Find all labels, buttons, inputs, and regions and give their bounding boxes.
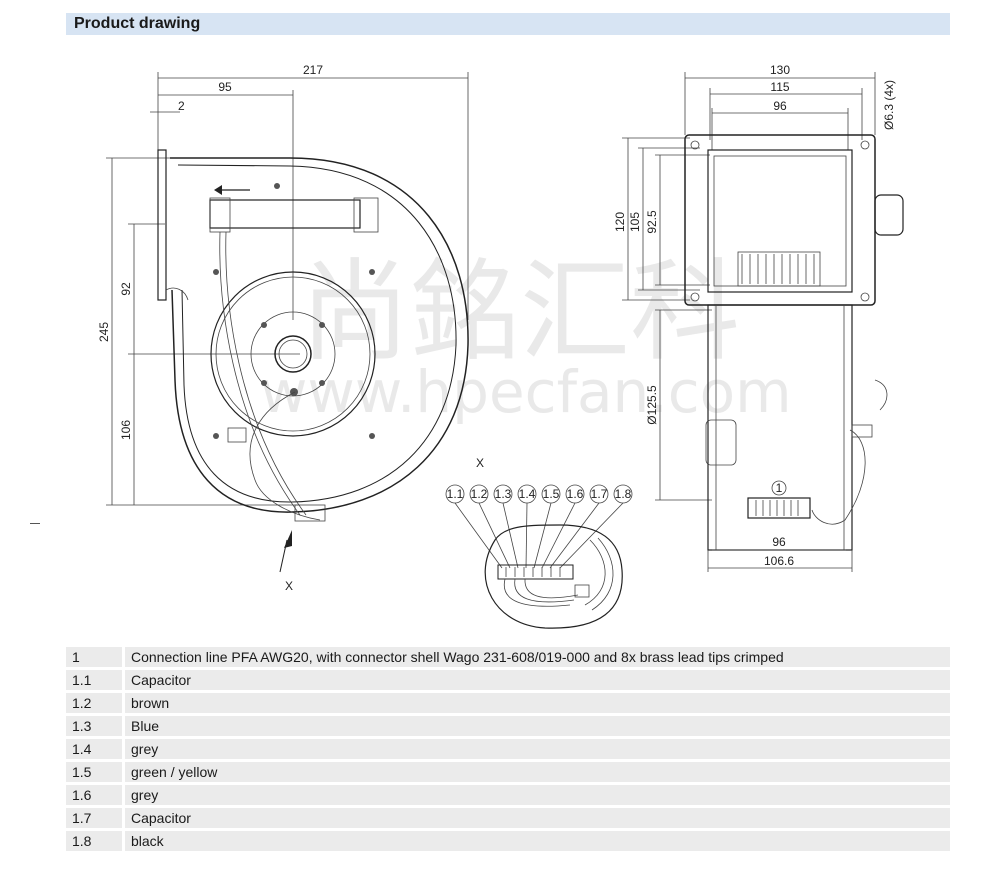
legend-desc: Blue — [125, 716, 950, 736]
legend-desc: Capacitor — [125, 808, 950, 828]
legend-desc: grey — [125, 785, 950, 805]
svg-text:1.2: 1.2 — [471, 487, 488, 501]
pin-1-8: 1.8 — [613, 484, 633, 504]
dim-side-bottom-inner: 96 — [772, 535, 786, 549]
svg-text:1.8: 1.8 — [615, 487, 632, 501]
svg-text:1.3: 1.3 — [495, 487, 512, 501]
section-title: Product drawing — [74, 15, 201, 32]
dim-side-inner-width: 115 — [770, 80, 789, 94]
front-view: 217 95 2 245 92 106 — [97, 63, 469, 593]
view-arrow-label: X — [285, 579, 293, 593]
detail-title: X — [476, 456, 484, 470]
svg-text:1.7: 1.7 — [591, 487, 608, 501]
side-view: 130 115 96 Ø6.3 (4x) 120 105 92.5 Ø125.5 — [613, 63, 904, 572]
dim-side-flange-width: 96 — [773, 99, 787, 113]
detail-x: X 1.1 1.2 1.3 1.4 1.5 1.6 1.7 1.8 — [445, 456, 633, 629]
pin-1-2: 1.2 — [469, 484, 489, 504]
dim-flange: 2 — [178, 99, 185, 113]
pin-1-7: 1.7 — [589, 484, 609, 504]
svg-text:1.1: 1.1 — [447, 487, 464, 501]
dim-side-height-925: 92.5 — [645, 210, 659, 234]
dim-overall-height: 245 — [97, 322, 111, 342]
watermark-chinese: 尚銘汇科 — [300, 248, 740, 376]
pin-callouts: 1.1 1.2 1.3 1.4 1.5 1.6 1.7 1.8 — [445, 484, 633, 504]
legend-num: 1.2 — [66, 693, 125, 713]
svg-text:1.6: 1.6 — [567, 487, 584, 501]
product-drawing: 尚銘汇科 www.hpecfan.com 217 95 2 245 92 106 — [97, 63, 904, 629]
dim-side-hole: Ø6.3 (4x) — [882, 80, 896, 130]
dim-side-overall-width: 130 — [770, 63, 790, 77]
legend-num: 1.1 — [66, 670, 125, 690]
pin-1-3: 1.3 — [493, 484, 513, 504]
connector-marker: 1 — [776, 481, 783, 495]
dim-upper-height: 92 — [119, 282, 133, 296]
legend-desc: Connection line PFA AWG20, with connecto… — [125, 647, 950, 667]
pin-1-5: 1.5 — [541, 484, 561, 504]
pin-1-4: 1.4 — [517, 484, 537, 504]
svg-text:1.4: 1.4 — [519, 487, 536, 501]
legend-num: 1.4 — [66, 739, 125, 759]
watermark-url: www.hpecfan.com — [260, 358, 792, 426]
dim-offset-width: 95 — [218, 80, 232, 94]
legend-desc: black — [125, 831, 950, 851]
svg-text:1.5: 1.5 — [543, 487, 560, 501]
section-header: Product drawing — [66, 13, 950, 35]
legend-desc: green / yellow — [125, 762, 950, 782]
pin-1-1: 1.1 — [445, 484, 465, 504]
legend-num: 1.7 — [66, 808, 125, 828]
page-margin-mark — [30, 523, 40, 524]
legend-num: 1.5 — [66, 762, 125, 782]
legend-desc: Capacitor — [125, 670, 950, 690]
legend-num: 1 — [66, 647, 125, 667]
dim-side-height-105: 105 — [628, 212, 642, 232]
legend-desc: brown — [125, 693, 950, 713]
legend-num: 1.8 — [66, 831, 125, 851]
dim-side-height-120: 120 — [613, 212, 627, 232]
legend-desc: grey — [125, 739, 950, 759]
dim-overall-width: 217 — [303, 63, 323, 77]
dim-lower-height: 106 — [119, 420, 133, 440]
legend-num: 1.3 — [66, 716, 125, 736]
pin-1-6: 1.6 — [565, 484, 585, 504]
dim-side-bore: Ø125.5 — [645, 385, 659, 425]
dim-side-bottom-outer: 106.6 — [764, 554, 794, 568]
legend-num: 1.6 — [66, 785, 125, 805]
